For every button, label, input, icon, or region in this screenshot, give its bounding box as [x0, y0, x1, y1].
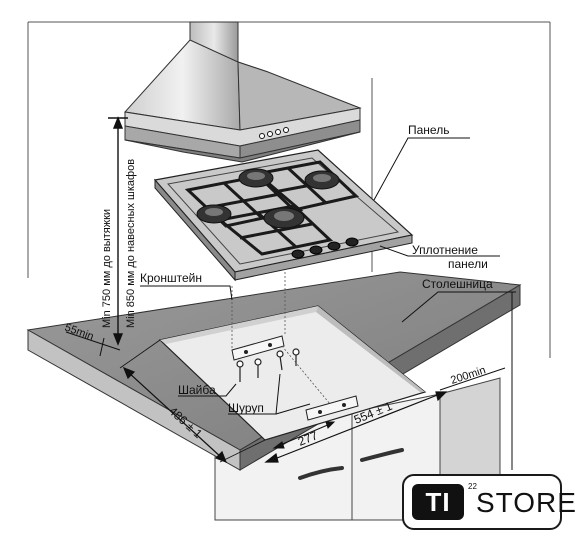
screw-label: Шуруп: [228, 401, 264, 415]
hood-distance-label: Min 750 мм до вытяжки: [101, 209, 113, 328]
edge-min-dimension: [65, 331, 121, 357]
hood-buttons: [259, 127, 289, 139]
height-dimension: [108, 116, 128, 346]
seal-label-line2: панели: [448, 257, 488, 271]
gas-hob: [153, 149, 414, 282]
leader-lines: [140, 137, 516, 470]
bracket-back: [305, 395, 359, 421]
screws: [236, 348, 300, 382]
hood-button-icon: [275, 129, 281, 135]
bracket-offset-dimension: [272, 421, 336, 449]
knob-icon: [291, 249, 305, 259]
knob-icon: [327, 241, 341, 251]
hood-button-icon: [267, 131, 273, 137]
bracket-label: Кронштейн: [140, 271, 202, 285]
hood-button-icon: [259, 133, 265, 139]
alignment-lines: [231, 268, 331, 405]
logo-superscript: 22: [468, 482, 477, 491]
side-min-dimension: [439, 367, 506, 391]
depth-dimension: [119, 339, 266, 464]
washer-label: Шайба: [178, 383, 216, 397]
cabinet-handle-left: [298, 466, 344, 480]
burners: [196, 168, 340, 229]
width-dimension: [264, 391, 448, 463]
bracket-front: [231, 335, 285, 361]
countertop-label: Столешница: [422, 277, 493, 291]
cabinet-distance-label: Min 850 мм до навесных шкафов: [125, 159, 137, 328]
logo-word: STORE: [476, 487, 575, 518]
knob-icon: [309, 245, 323, 255]
seal-label-line1: Уплотнение: [412, 243, 478, 257]
hood-button-icon: [283, 127, 289, 133]
cabinet-handle-right: [360, 448, 404, 462]
logo-mark: TI: [412, 484, 464, 520]
store-logo: TI 22 STORE: [402, 474, 575, 530]
panel-label: Панель: [408, 123, 449, 137]
knob-icon: [345, 237, 359, 247]
cutout-opening: [158, 305, 427, 441]
control-knobs: [291, 237, 359, 259]
range-hood: [124, 21, 362, 163]
